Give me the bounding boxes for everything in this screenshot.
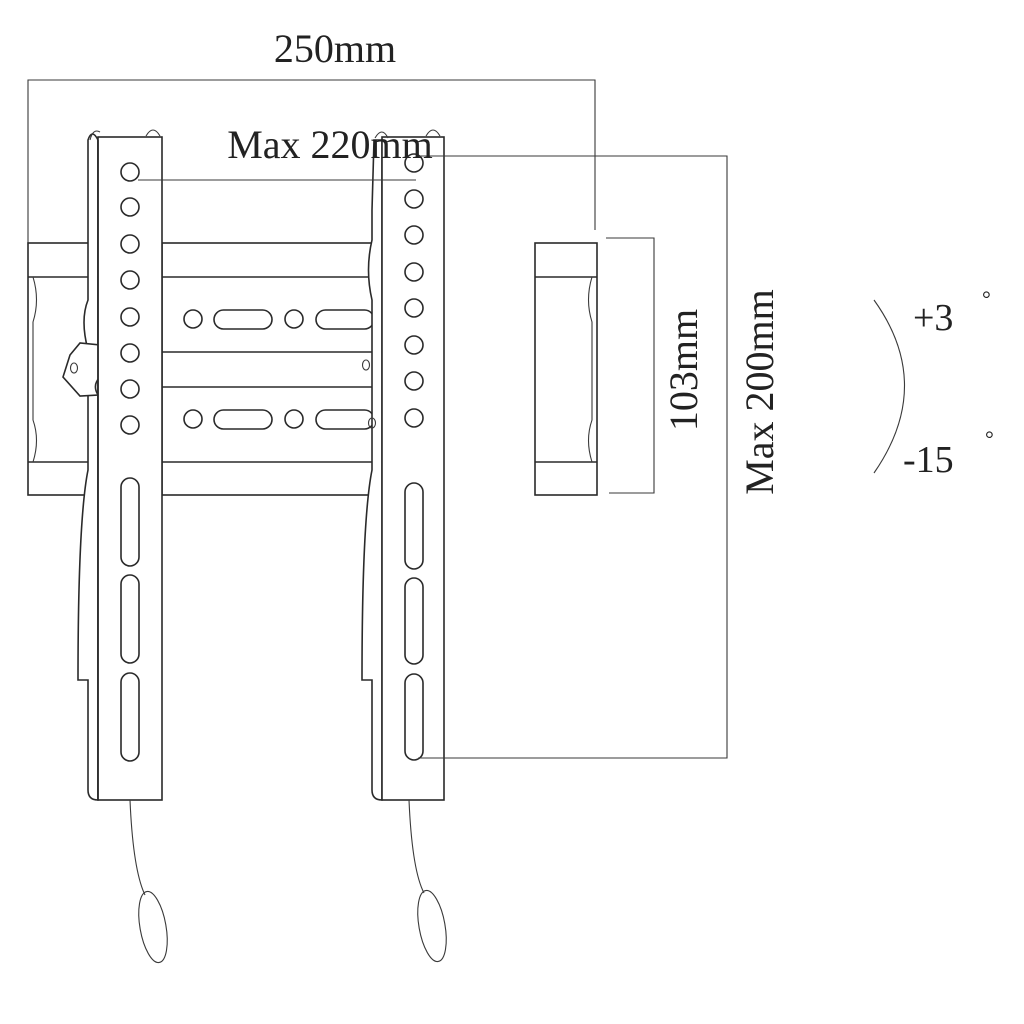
wall-plate-height-label: 103mm	[661, 309, 706, 431]
wall-rail	[27, 242, 598, 496]
wall-plate-height-dimension-line	[606, 237, 655, 494]
max-horizontal-label: Max 220mm	[227, 122, 433, 167]
right-tv-bracket	[361, 129, 447, 963]
overall-width-label: 250mm	[274, 26, 396, 71]
max-vertical-label: Max 200mm	[737, 289, 782, 495]
tilt-up-degree-symbol: °	[982, 286, 991, 311]
tilt-down-label: -15	[903, 439, 954, 481]
left-tv-bracket	[62, 129, 168, 964]
tilt-down-degree-symbol: °	[985, 426, 994, 451]
tilt-up-label: +3	[913, 297, 953, 339]
max-vertical-dimension-line	[418, 155, 728, 759]
overall-width-dimension	[27, 79, 596, 245]
tilt-arc	[873, 299, 905, 474]
